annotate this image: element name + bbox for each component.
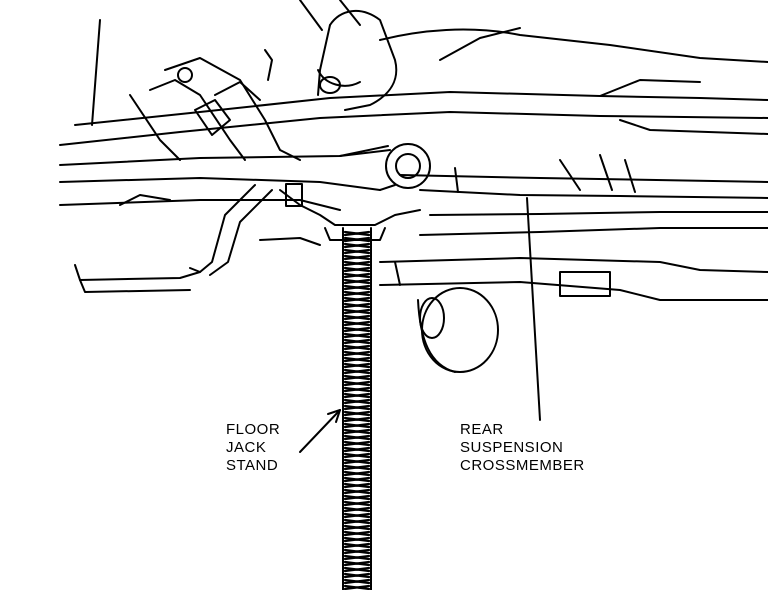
floor-jack-stand-label: FLOOR JACK STAND (226, 421, 280, 475)
crossmember-label-line-1: REAR (460, 421, 504, 438)
jack-stand-column (342, 227, 372, 590)
crossmember-label-line-2: SUSPENSION (460, 439, 564, 456)
jack-stand-arrowhead (327, 409, 341, 423)
lower-frame-rail (259, 237, 768, 301)
pivot-bushing (339, 143, 431, 191)
upper-body-panel (59, 27, 768, 146)
crossmember-beam (59, 149, 768, 236)
crossmember-label-line-3: CROSSMEMBER (460, 457, 585, 474)
control-arm (129, 49, 301, 161)
floor-jack-stand-label-line-1: FLOOR (226, 421, 281, 438)
rear-suspension-crossmember-label: REAR SUSPENSION CROSSMEMBER (460, 421, 585, 475)
leader-lines (299, 197, 541, 453)
tire (417, 287, 499, 373)
crossmember-leader-line (526, 197, 541, 421)
floor-jack-stand-label-line-3: STAND (226, 457, 279, 474)
jack-stand-leader-line (299, 409, 341, 453)
floor-jack-stand-label-line-2: JACK (226, 439, 267, 456)
shock-absorber (91, 0, 398, 126)
hanger-bracket (74, 184, 273, 293)
